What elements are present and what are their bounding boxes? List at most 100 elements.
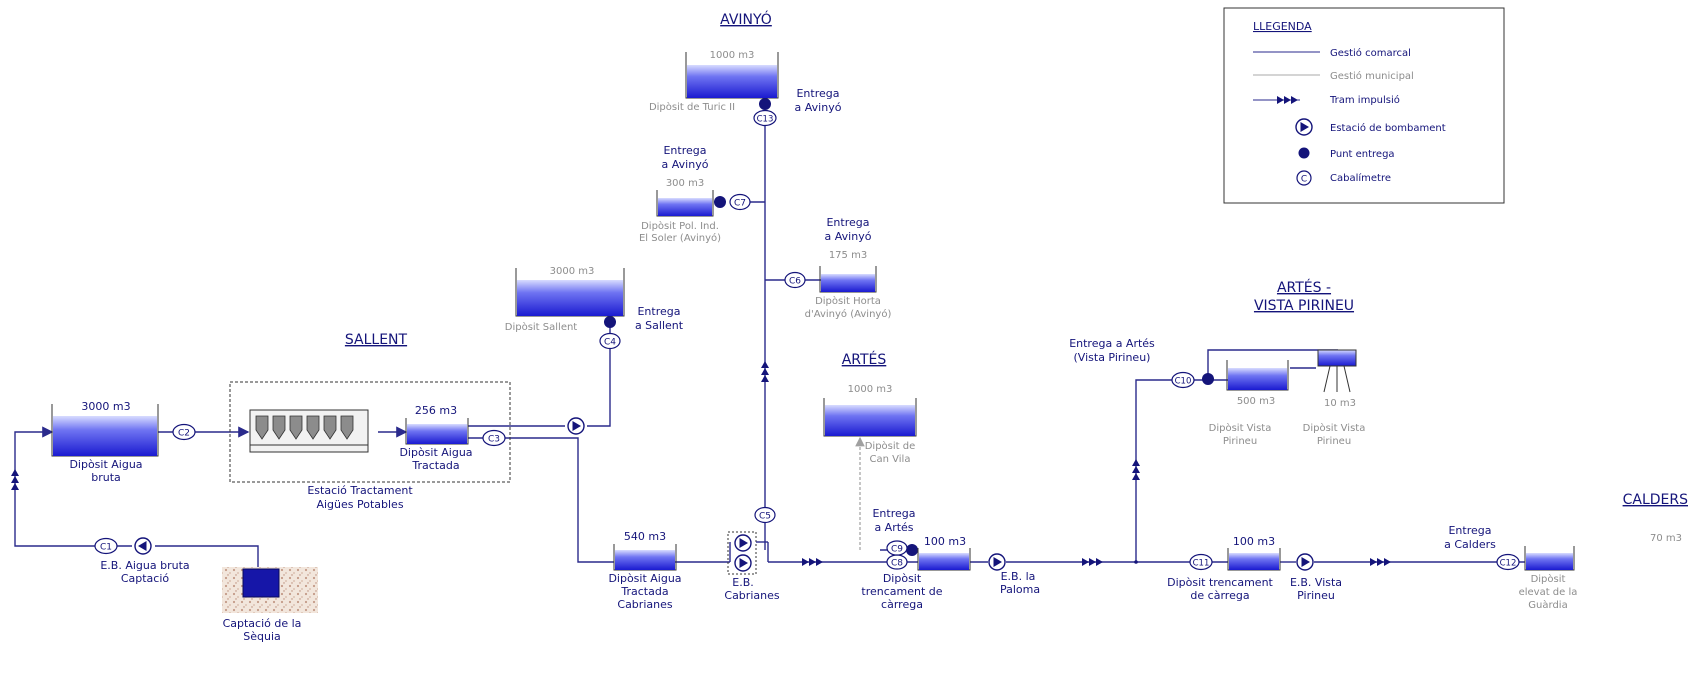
region-artes: ARTÉS (842, 351, 887, 368)
region-calders: CALDERS (1623, 492, 1689, 508)
soler-name-1: Dipòsit Pol. Ind. (641, 220, 719, 232)
tractada-tank-group: 256 m3 Dipòsit Aigua Tractada (399, 404, 472, 472)
turic-tank-group: 1000 m3 Dipòsit de Turic II (649, 50, 779, 113)
delivery-vista-2: (Vista Pirineu) (1074, 351, 1151, 364)
legend-municipal-label: Gestió municipal (1330, 70, 1414, 82)
calders-name-2: elevat de la (1519, 587, 1578, 598)
bruta-tank-group: 3000 m3 Dipòsit Aigua bruta (51, 400, 159, 484)
station-paloma-2: Paloma (1000, 583, 1040, 596)
station-vista-1: E.B. Vista (1290, 576, 1342, 589)
delivery-avinyo-mid-1: Entrega (663, 144, 706, 157)
vista10-name-1: Dipòsit Vista (1303, 422, 1366, 434)
sallent-tank-group: 3000 m3 Dipòsit Sallent (505, 266, 625, 333)
legend-meter-label: Cabalímetre (1330, 172, 1391, 184)
svg-text:C7: C7 (734, 199, 746, 209)
pump-sallent-icon[interactable] (567, 417, 585, 435)
meter-c12[interactable]: C12 (1496, 553, 1520, 571)
delivery-avinyo-top-1: Entrega (796, 87, 839, 100)
svg-text:C2: C2 (178, 429, 190, 439)
pump-paloma-icon[interactable] (988, 553, 1006, 571)
canvila-tank-group: 1000 m3 Dipòsit de Can Vila (823, 384, 917, 465)
legend-pump-icon (1295, 118, 1313, 136)
canvila-volume: 1000 m3 (848, 384, 893, 395)
meter-c7[interactable]: C7 (729, 193, 751, 211)
captacio-well (242, 568, 280, 598)
meter-c6[interactable]: C6 (784, 271, 806, 289)
svg-text:C12: C12 (1500, 559, 1517, 569)
captacio-sequia-2: Sèquia (243, 630, 281, 643)
canvila-tank (825, 405, 915, 436)
svg-text:C9: C9 (891, 545, 903, 555)
tractada-name-1: Dipòsit Aigua (399, 446, 472, 459)
delivery-sallent-2: a Sallent (635, 319, 684, 332)
legend-meter-symbol: C (1301, 175, 1307, 185)
vista10-tank (1317, 349, 1357, 367)
vista500-tank (1228, 368, 1287, 390)
soler-name-2: El Soler (Avinyó) (639, 232, 721, 244)
cabrianes-name-2: Tractada (620, 585, 668, 598)
pump-captacio-icon[interactable] (134, 537, 152, 555)
delivery-calders-1: Entrega (1448, 524, 1491, 537)
svg-text:C8: C8 (891, 559, 903, 569)
meter-c1[interactable]: C1 (94, 537, 118, 555)
delivery-avinyo-low-1: Entrega (826, 216, 869, 229)
pump-cabrianes-1-icon[interactable] (734, 534, 752, 552)
vista500-volume: 500 m3 (1237, 396, 1275, 407)
captacio-sequia-1: Captació de la (223, 617, 302, 630)
trencament2-name-2: de càrrega (1190, 589, 1249, 602)
bruta-volume: 3000 m3 (81, 400, 130, 413)
delivery-vista-1: Entrega a Artés (1069, 337, 1155, 350)
station-captacio-1: E.B. Aigua bruta (100, 559, 189, 572)
tractada-tank (407, 424, 467, 444)
station-paloma-1: E.B. la (1001, 570, 1036, 583)
delivery-point-sallent (604, 316, 616, 328)
calders-name-1: Dipòsit (1531, 573, 1566, 585)
vista500-name-2: Pirineu (1223, 436, 1257, 447)
tractada-volume: 256 m3 (415, 404, 457, 417)
legend-box (1223, 7, 1505, 204)
meter-c9[interactable]: C9 (886, 540, 908, 556)
station-vista-2: Pirineu (1297, 589, 1335, 602)
calders-name-3: Guàrdia (1528, 599, 1567, 611)
delivery-artes-1: Entrega (872, 507, 915, 520)
meter-c2[interactable]: C2 (172, 423, 196, 441)
etap-filters-icon (249, 409, 369, 453)
trencament1-name-1: Dipòsit (883, 572, 922, 585)
station-cabrianes-1: E.B. (732, 576, 754, 589)
impulsion-arrows-calders (1370, 558, 1391, 566)
sallent-volume: 3000 m3 (550, 266, 595, 277)
meter-c5[interactable]: C5 (754, 506, 776, 524)
canvila-name-1: Dipòsit de (865, 440, 916, 452)
svg-text:C5: C5 (759, 512, 771, 522)
station-captacio-2: Captació (121, 572, 170, 585)
turic-tank (687, 65, 777, 98)
cabrianes-name-1: Dipòsit Aigua (608, 572, 681, 585)
legend-delivery-label: Punt entrega (1330, 149, 1395, 160)
meter-c10[interactable]: C10 (1171, 371, 1195, 389)
meter-c4[interactable]: C4 (599, 332, 621, 350)
meter-c11[interactable]: C11 (1189, 553, 1213, 571)
trencament1-name-2: trencament de (861, 585, 942, 598)
delivery-calders-2: a Calders (1444, 538, 1496, 551)
impulsion-arrows-paloma (1082, 558, 1103, 566)
meter-c8[interactable]: C8 (886, 554, 908, 570)
delivery-avinyo-mid-2: a Avinyó (662, 158, 709, 171)
tractada-name-2: Tractada (411, 459, 459, 472)
cabrianes-pump-boundary (727, 531, 757, 575)
impulsion-arrows-cabrianes (802, 558, 823, 566)
pump-cabrianes-2-icon[interactable] (734, 554, 752, 572)
junction-vista (1134, 560, 1138, 564)
trencament2-tank (1229, 553, 1279, 570)
meter-c13[interactable]: C13 (753, 109, 777, 127)
trencament1-tank-group: 100 m3 Dipòsit trencament de càrrega (861, 535, 971, 611)
vista500-name-1: Dipòsit Vista (1209, 422, 1272, 434)
meter-c3[interactable]: C3 (482, 429, 506, 447)
soler-tank-group: Entrega a Avinyó 300 m3 Dipòsit Pol. Ind… (639, 144, 721, 244)
sallent-name: Dipòsit Sallent (505, 321, 578, 333)
vista10-name-2: Pirineu (1317, 436, 1351, 447)
delivery-point-vista (1202, 373, 1214, 385)
pump-vista-icon[interactable] (1296, 553, 1314, 571)
vista10-tank-group: 10 m3 Dipòsit Vista Pirineu (1303, 349, 1366, 447)
region-titles: AVINYÓ SALLENT ARTÉS ARTÉS - VISTA PIRIN… (345, 10, 1688, 508)
svg-text:C10: C10 (1175, 377, 1192, 387)
